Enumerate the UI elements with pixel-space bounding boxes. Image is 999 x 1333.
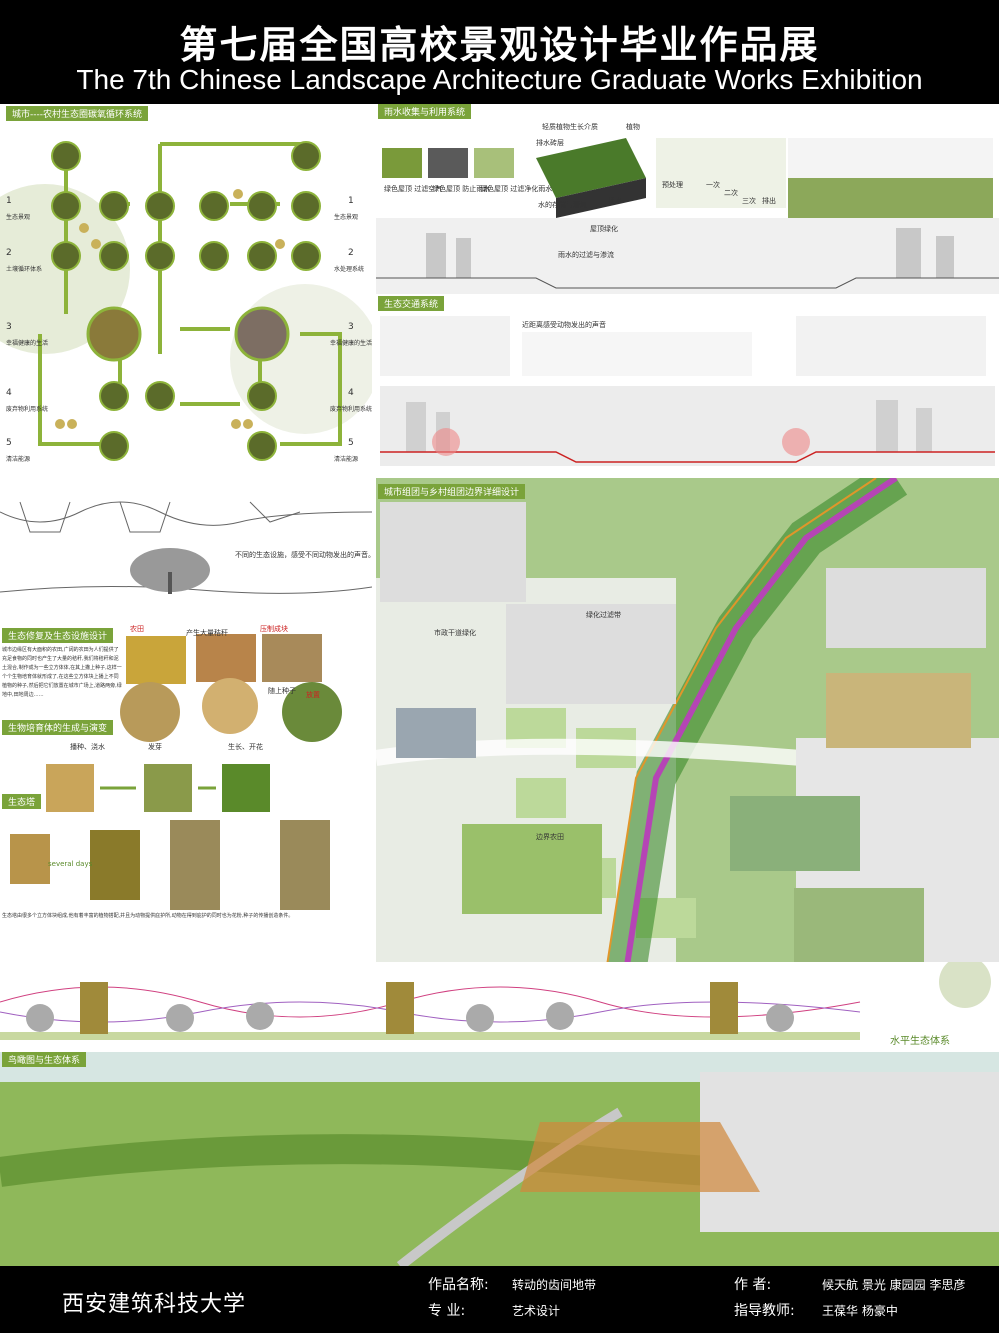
advisor-label: 指导教师:	[734, 1303, 795, 1319]
rain-label: 排水	[608, 197, 622, 205]
section-title-aerial: 鸟瞰图与生态体系	[2, 1052, 87, 1067]
list-number: 4	[348, 388, 354, 398]
aerial-panel: 鸟瞰图与生态体系	[0, 1052, 999, 1266]
sound-sketch-panel: 不同的生态设施，感受不同动物发出的声音。	[0, 472, 372, 612]
horizontal-section	[0, 962, 991, 1040]
repair-label: 农田	[130, 625, 144, 633]
section-title-cycle: 城市----农村生态圈碳氧循环系统	[6, 106, 148, 121]
list-text: 清洁能源	[6, 456, 31, 463]
list-number: 2	[348, 248, 354, 258]
author-names: 候天航 景光 康园园 李思彦	[822, 1278, 966, 1292]
list-text: 幸福健康的生活	[330, 340, 372, 347]
advisor-names: 王葆华 杨豪中	[822, 1304, 898, 1318]
map-label: 绿化过滤带	[586, 611, 621, 619]
sound-sketch	[0, 501, 372, 594]
page-title: 第七届全国高校景观设计毕业作品展	[179, 23, 820, 67]
rain-label: 水的存储与灌溉	[538, 201, 587, 209]
list-number: 3	[6, 322, 12, 332]
rain-label: 植物	[626, 123, 640, 131]
rain-label: 排水砖层	[536, 139, 564, 147]
list-text: 水处理系统	[334, 266, 365, 273]
list-number: 3	[348, 322, 354, 332]
tower-text: 生态塔由很多个立方体块组成,他有着丰富的植物搭配,并且为动物提供庇护所,动物在得…	[2, 913, 294, 919]
traffic-diagram	[380, 316, 995, 466]
list-number: 4	[6, 388, 12, 398]
work-name: 转动的齿间地带	[512, 1278, 597, 1292]
rain-label: 屋顶绿化	[590, 225, 618, 233]
page-subtitle: The 7th Chinese Landscape Architecture G…	[76, 64, 923, 95]
section-title-traffic: 生态交通系统	[378, 296, 445, 311]
repair-label: 随上种子	[268, 687, 296, 695]
aerial-view	[0, 1052, 999, 1266]
horizontal-label: 水平生态体系	[890, 1036, 950, 1047]
boundary-map-panel: 城市组团与乡村组团边界详细设计 绿化过滤带 边界农田 市政干道绿化	[376, 478, 999, 972]
section-title-cube: 生物培育体的生成与演变	[2, 720, 114, 735]
rain-label: 轻质植物生长介质	[542, 123, 598, 131]
list-text: 土壤循环体系	[6, 266, 43, 273]
rain-label: 预处理	[662, 181, 683, 189]
repair-label: 产生大量秸秆	[186, 629, 228, 637]
list-text: 幸福健康的生活	[6, 340, 49, 347]
cube-label: 发芽	[148, 743, 162, 751]
footer-bar: 西安建筑科技大学 作品名称: 转动的齿间地带 专 业: 艺术设计 作 者: 候天…	[0, 1266, 999, 1333]
section-title-rain: 雨水收集与利用系统	[378, 104, 472, 119]
section-title-boundary: 城市组团与乡村组团边界详细设计	[378, 484, 526, 499]
rain-label: 排出	[762, 197, 776, 205]
list-number: 2	[6, 248, 12, 258]
repair-panel: 生态修复及生态设施设计 农田 产生大量秸秆 压制成块 随上种子 放置 城市边缘区…	[0, 624, 372, 954]
list-number: 1	[348, 196, 354, 206]
list-number: 5	[6, 438, 12, 448]
sound-note: 不同的生态设施，感受不同动物发出的声音。	[235, 551, 372, 559]
list-text: 废弃物利用系统	[6, 406, 49, 413]
traffic-panel: 生态交通系统 近距离感受动物发出的声音	[376, 294, 999, 466]
repair-images	[10, 634, 342, 910]
repair-label: 放置	[306, 691, 320, 699]
list-text: 生态景观	[6, 214, 31, 221]
cube-label: 生长、开花	[228, 743, 263, 751]
repair-label: 压制成块	[260, 625, 288, 633]
school-name: 西安建筑科技大学	[62, 1292, 247, 1317]
horizontal-strip: 水平生态体系	[0, 962, 999, 1048]
traffic-note: 近距离感受动物发出的声音	[522, 321, 606, 329]
map-label: 市政干道绿化	[434, 629, 476, 637]
cycle-diagram	[38, 141, 342, 461]
list-text: 废弃物利用系统	[330, 406, 372, 413]
section-title-tower: 生态塔	[2, 794, 42, 809]
list-text: 清洁能源	[334, 456, 359, 463]
list-number: 5	[348, 438, 354, 448]
rain-panel: 雨水收集与利用系统 绿色屋顶 过滤空气 绿色屋顶 防止雨水 绿色屋顶 过滤净化雨…	[376, 104, 999, 294]
map-label: 边界农田	[536, 833, 564, 841]
major-label: 专 业:	[428, 1303, 466, 1319]
author-label: 作 者:	[734, 1277, 772, 1293]
rain-label: 一次	[706, 181, 720, 189]
major-name: 艺术设计	[512, 1304, 561, 1318]
rain-label: 绿色屋顶 防止雨水	[432, 185, 491, 193]
header-banner: 第七届全国高校景观设计毕业作品展 The 7th Chinese Landsca…	[0, 0, 999, 104]
rain-diagram	[376, 138, 999, 294]
cube-label: 播种、浇水	[70, 743, 105, 751]
rain-label: 三次	[742, 197, 756, 205]
boundary-map	[376, 478, 999, 972]
work-label: 作品名称:	[428, 1277, 489, 1293]
rain-label: 绿色屋顶 过滤净化雨水	[480, 185, 553, 193]
list-text: 生态景观	[334, 214, 359, 221]
list-number: 1	[6, 196, 12, 206]
cycle-panel: 城市----农村生态圈碳氧循环系统	[0, 104, 372, 472]
repair-text: 城市边缘区有大面积的农田,广阔的农田为人们提供了充足食物的同时也产生了大量的秸秆…	[2, 647, 122, 698]
rain-label: 绿色屋顶 过滤空气	[384, 185, 443, 193]
rain-label: 雨水的过滤与渗流	[558, 251, 614, 259]
section-title-repair: 生态修复及生态设施设计	[2, 628, 114, 643]
tower-days: several days	[48, 860, 93, 868]
rain-label: 二次	[724, 189, 738, 197]
